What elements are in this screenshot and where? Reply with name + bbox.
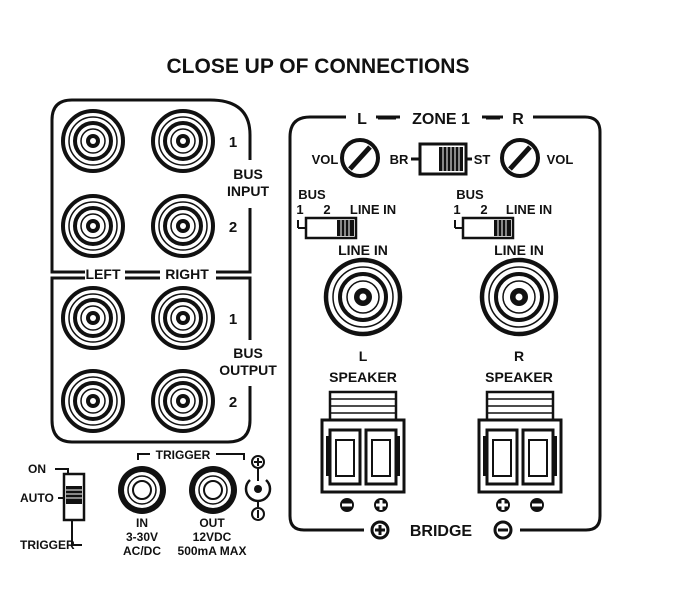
source-selector-right-switch[interactable] xyxy=(461,216,515,240)
bus-output-label: BUS xyxy=(233,345,263,361)
bus-input-label-2: INPUT xyxy=(227,183,269,199)
bus-input-label: BUS xyxy=(233,166,263,182)
bus-output-left-2-jack[interactable] xyxy=(61,369,125,433)
volume-right-label: VOL xyxy=(547,152,574,167)
trigger-in-jack[interactable] xyxy=(118,466,166,514)
trigger-in-type-label: AC/DC xyxy=(123,544,161,558)
speaker-right-negative-icon xyxy=(530,498,544,512)
right-channel-label: RIGHT xyxy=(165,266,209,282)
selector-left-2-label: 2 xyxy=(323,202,330,217)
selector-right-line-in-label: LINE IN xyxy=(506,202,552,217)
bus-output-row-1-label: 1 xyxy=(229,311,237,328)
speaker-right-positive-icon xyxy=(496,498,510,512)
switch-trigger-label: TRIGGER xyxy=(20,538,75,552)
line-in-left-jack[interactable] xyxy=(323,257,403,337)
speaker-right-channel-label: R xyxy=(514,348,524,364)
volume-left-knob[interactable] xyxy=(340,138,380,178)
bridge-negative-icon xyxy=(493,520,513,540)
plug-polarity-icon xyxy=(244,455,272,521)
speaker-left-channel-label: L xyxy=(359,348,368,364)
bus-input-right-2-jack[interactable] xyxy=(151,194,215,258)
volume-right-knob[interactable] xyxy=(500,138,540,178)
trigger-header-label: TRIGGER xyxy=(156,448,211,462)
bridge-stereo-switch[interactable] xyxy=(418,142,468,176)
zone-left-label: L xyxy=(357,111,367,128)
bridge-positive-icon xyxy=(370,520,390,540)
bus-input-row-2-label: 2 xyxy=(229,219,237,236)
zone-panel: L ZONE 1 R VOL VOL BR ST xyxy=(288,108,602,542)
line-in-right-jack[interactable] xyxy=(479,257,559,337)
speaker-right-label: SPEAKER xyxy=(485,369,553,385)
power-mode-switch[interactable] xyxy=(62,472,86,522)
trigger-out-current-label: 500mA MAX xyxy=(178,544,247,558)
selector-right-1-label: 1 xyxy=(453,202,460,217)
switch-on-label: ON xyxy=(28,462,46,476)
bus-output-row-2-label: 2 xyxy=(229,394,237,411)
switch-auto-label: AUTO xyxy=(20,491,54,505)
speaker-left-positive-icon xyxy=(374,498,388,512)
bus-panel: 1 2 1 2 BUS INPUT BUS OUTPUT LEFT RIGHT xyxy=(50,98,282,444)
speaker-left-terminal[interactable] xyxy=(320,390,406,494)
bus-selector-left-label: BUS xyxy=(298,187,326,202)
stereo-mode-label: ST xyxy=(474,152,491,167)
bus-input-left-2-jack[interactable] xyxy=(61,194,125,258)
trigger-out-jack[interactable] xyxy=(189,466,237,514)
zone-right-label: R xyxy=(512,111,524,128)
speaker-left-negative-icon xyxy=(340,498,354,512)
bus-input-row-1-label: 1 xyxy=(229,134,237,151)
selector-left-1-label: 1 xyxy=(296,202,303,217)
volume-left-label: VOL xyxy=(312,152,339,167)
source-selector-left-switch[interactable] xyxy=(304,216,358,240)
bus-input-right-1-jack[interactable] xyxy=(151,109,215,173)
trigger-out-label: OUT xyxy=(199,516,225,530)
trigger-area: ON AUTO TRIGGER TRIGGER xyxy=(20,446,272,558)
selector-left-line-in-label: LINE IN xyxy=(350,202,396,217)
trigger-in-voltage-label: 3-30V xyxy=(126,530,158,544)
bridge-mode-label: BR xyxy=(390,152,409,167)
selector-right-2-label: 2 xyxy=(480,202,487,217)
page-title: CLOSE UP OF CONNECTIONS xyxy=(167,55,470,78)
bus-output-right-2-jack[interactable] xyxy=(151,369,215,433)
zone-name-label: ZONE 1 xyxy=(412,111,470,128)
bridge-label: BRIDGE xyxy=(410,523,473,540)
bus-selector-right-label: BUS xyxy=(456,187,484,202)
bus-input-left-1-jack[interactable] xyxy=(61,109,125,173)
bus-output-right-1-jack[interactable] xyxy=(151,286,215,350)
left-channel-label: LEFT xyxy=(86,266,121,282)
trigger-in-label: IN xyxy=(136,516,148,530)
bus-output-left-1-jack[interactable] xyxy=(61,286,125,350)
speaker-right-terminal[interactable] xyxy=(477,390,563,494)
speaker-left-label: SPEAKER xyxy=(329,369,397,385)
line-in-right-label: LINE IN xyxy=(494,242,544,258)
bus-output-label-2: OUTPUT xyxy=(219,362,277,378)
line-in-left-label: LINE IN xyxy=(338,242,388,258)
trigger-out-voltage-label: 12VDC xyxy=(193,530,232,544)
